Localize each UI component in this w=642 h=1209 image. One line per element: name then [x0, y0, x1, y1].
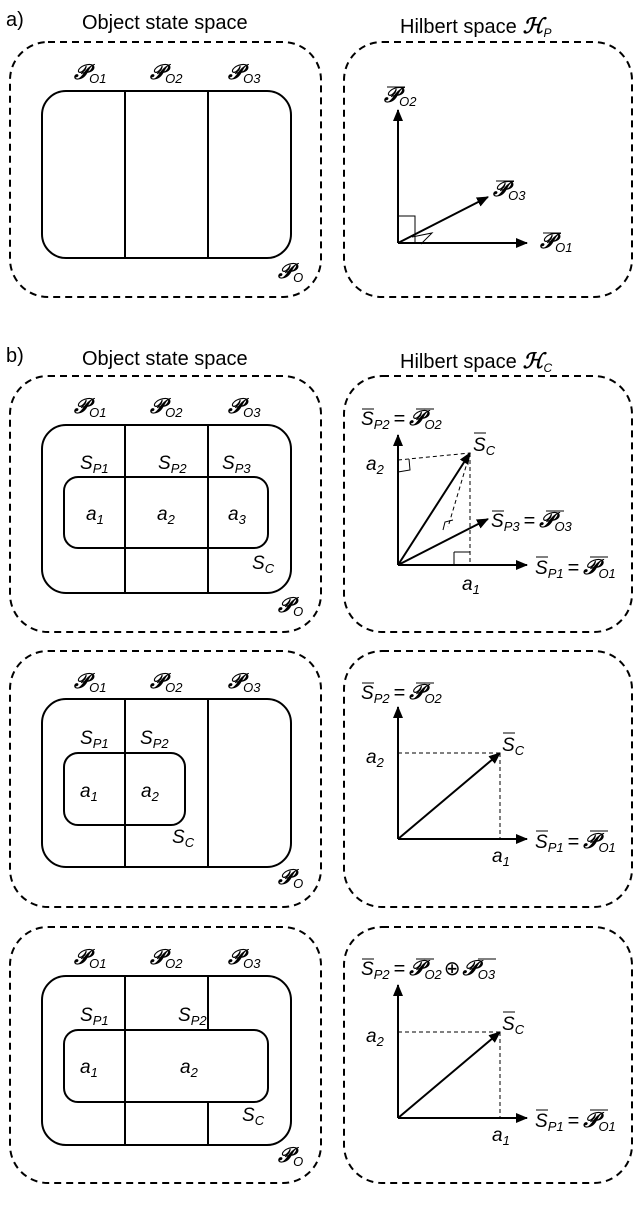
- label-sp1-eq-po1-b1: SP1=𝒫O1: [535, 555, 616, 581]
- label-a1-axis-b1: a1: [462, 574, 480, 597]
- label-po1-bar-a: 𝒫O1: [539, 229, 573, 255]
- svg-text:SP2=𝒫O2: SP2=𝒫O2: [361, 406, 443, 432]
- label-po2-b1: 𝒫O2: [149, 394, 183, 420]
- label-po3-b1: 𝒫O3: [227, 394, 261, 420]
- label-sc-b2: SC: [172, 827, 195, 850]
- label-po3-b3: 𝒫O3: [227, 945, 261, 971]
- label-sp2-b3: SP2: [178, 1005, 207, 1028]
- label-sp1-b1: SP1: [80, 453, 109, 476]
- label-po-b3: 𝒫O: [277, 1143, 303, 1169]
- label-po-b1: 𝒫O: [277, 593, 303, 619]
- vector-sc-b2: [397, 752, 501, 840]
- label-sp1-eq-po1-b3: SP1=𝒫O1: [535, 1108, 616, 1134]
- label-po2-b3: 𝒫O2: [149, 945, 183, 971]
- label-a3-b1: a3: [228, 504, 247, 527]
- label-a2-b2: a2: [141, 781, 160, 804]
- label-po3-b2: 𝒫O3: [227, 669, 261, 695]
- vector-po3-a: [397, 196, 489, 244]
- label-sp2-b2: SP2: [140, 728, 169, 751]
- label-po1-b1: 𝒫O1: [73, 394, 107, 420]
- label-a2-axis-b3: a2: [366, 1026, 385, 1049]
- svg-text:SP3=𝒫O3: SP3=𝒫O3: [491, 508, 573, 534]
- right-angle-marker-icon: [398, 215, 416, 243]
- svg-text:SP1=𝒫O1: SP1=𝒫O1: [535, 555, 616, 581]
- vector-sp3-b1: [397, 518, 489, 566]
- panel-b2-object-state: [9, 650, 322, 908]
- context-sc-b1: [63, 476, 269, 549]
- svg-text:SC: SC: [502, 735, 525, 758]
- dashed-projection-sp3-b1: [447, 452, 471, 528]
- label-sp2-b1: SP2: [158, 453, 187, 476]
- svg-text:SC: SC: [473, 435, 496, 458]
- label-po2-a: 𝒫O2: [149, 60, 183, 86]
- label-a2-axis-b1: a2: [366, 454, 385, 477]
- label-sp3-b1: SP3: [222, 453, 251, 476]
- right-angle-marker-icon: [442, 519, 454, 531]
- label-sp1-b3: SP1: [80, 1005, 109, 1028]
- state-space-po-b1: [41, 424, 292, 594]
- svg-text:SP1=𝒫O1: SP1=𝒫O1: [535, 829, 616, 855]
- part-label-b: b): [6, 345, 24, 367]
- label-po-b2: 𝒫O: [277, 865, 303, 891]
- context-sc-b3: [63, 1029, 269, 1103]
- state-space-po-b3: [41, 975, 292, 1146]
- label-a1-axis-b3: a1: [492, 1125, 510, 1148]
- svg-text:SP1=𝒫O1: SP1=𝒫O1: [535, 1108, 616, 1134]
- label-sp2-eq-po2-b1: SP2=𝒫O2: [361, 406, 443, 432]
- panel-b3-hilbert: [343, 926, 633, 1184]
- label-po2-b2: 𝒫O2: [149, 669, 183, 695]
- label-po3-a: 𝒫O3: [227, 60, 261, 86]
- label-sp1-b2: SP1: [80, 728, 109, 751]
- panel-b2-hilbert: [343, 650, 633, 908]
- header-object-state-space-b: Object state space: [82, 348, 248, 370]
- label-po2-bar-a: 𝒫O2: [383, 83, 417, 109]
- dashed-projection-a2-b1: [397, 452, 471, 461]
- label-sp3-eq-po3-b1: SP3=𝒫O3: [491, 508, 573, 534]
- state-space-po-a: [41, 90, 292, 259]
- label-po1-b3: 𝒫O1: [73, 945, 107, 971]
- right-angle-marker-icon: [411, 232, 434, 245]
- label-po1-a: 𝒫O1: [73, 60, 107, 86]
- panel-b1-hilbert: [343, 375, 633, 633]
- right-angle-marker-icon: [397, 458, 411, 473]
- svg-text:SC: SC: [502, 1014, 525, 1037]
- label-sc-b1: SC: [252, 553, 275, 576]
- label-po3-bar-a: 𝒫O3: [492, 177, 526, 203]
- vector-sc-b3: [397, 1031, 501, 1119]
- label-sp1-eq-po1-b2: SP1=𝒫O1: [535, 829, 616, 855]
- state-space-po-b2: [41, 698, 292, 868]
- vector-sc-b1: [397, 452, 471, 566]
- label-a2-b3: a2: [180, 1057, 199, 1080]
- label-sc-vector-b2: SC: [502, 732, 525, 758]
- right-angle-marker-icon: [453, 551, 470, 565]
- label-a1-b1: a1: [86, 504, 104, 527]
- label-a2-axis-b2: a2: [366, 747, 385, 770]
- label-sc-vector-b3: SC: [502, 1011, 525, 1037]
- header-object-state-space-a: Object state space: [82, 12, 248, 34]
- label-sc-vector-b1: SC: [473, 432, 496, 458]
- label-sp2-eq-po2-b2: SP2=𝒫O2: [361, 680, 443, 706]
- panel-a-hilbert: [343, 41, 633, 298]
- panel-b1-object-state: [9, 375, 322, 633]
- label-a1-b2: a1: [80, 781, 98, 804]
- label-po1-b2: 𝒫O1: [73, 669, 107, 695]
- svg-text:SP2=𝒫O2⊕𝒫O3: SP2=𝒫O2⊕𝒫O3: [361, 956, 496, 982]
- panel-a-object-state: [9, 41, 322, 298]
- label-a1-axis-b2: a1: [492, 846, 510, 869]
- label-a1-b3: a1: [80, 1057, 98, 1080]
- part-label-a: a): [6, 9, 24, 31]
- label-a2-b1: a2: [157, 504, 176, 527]
- label-sp2-eq-po2-oplus-po3-b3: SP2=𝒫O2⊕𝒫O3: [361, 956, 496, 982]
- label-po-a: 𝒫O: [277, 259, 303, 285]
- label-sc-b3: SC: [242, 1105, 265, 1128]
- svg-text:SP2=𝒫O2: SP2=𝒫O2: [361, 680, 443, 706]
- panel-b3-object-state: [9, 926, 322, 1184]
